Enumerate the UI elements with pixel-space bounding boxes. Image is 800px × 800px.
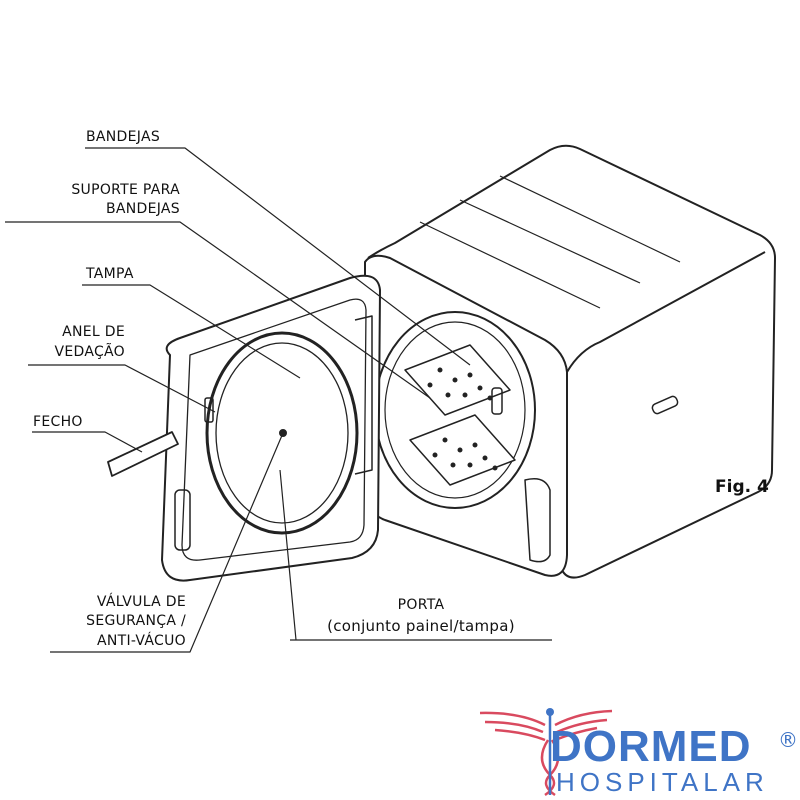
label-bandejas: BANDEJAS <box>86 129 161 145</box>
logo-brand: DORMED <box>550 722 752 771</box>
label-valvula-line1: VÁLVULA DE <box>96 594 186 610</box>
label-tampa: TAMPA <box>86 266 134 282</box>
label-fecho: FECHO <box>33 414 83 430</box>
logo-caduceus <box>479 709 613 797</box>
label-anel-line1: ANEL DE <box>62 324 125 340</box>
label-suporte-line2: BANDEJAS <box>105 201 180 217</box>
door-assembly <box>107 274 381 582</box>
figure-label: Fig. 4 <box>715 477 769 497</box>
label-valvula-line3: ANTI-VÁCUO <box>96 633 186 649</box>
label-suporte-line1: SUPORTE PARA <box>71 182 180 198</box>
leader-lines <box>5 147 552 653</box>
logo-registered: ® <box>778 728 798 752</box>
label-porta-line2: (conjunto painel/tampa) <box>327 617 515 635</box>
label-valvula-line2: SEGURANÇA / <box>86 613 186 629</box>
label-porta-line1: PORTA <box>397 597 445 613</box>
label-anel-line2: VEDAÇÃO <box>54 344 125 360</box>
dormed-logo: DORMED ® HOSPITALAR <box>478 700 798 797</box>
logo-subtitle: HOSPITALAR <box>556 767 769 797</box>
autoclave-body <box>364 144 776 579</box>
